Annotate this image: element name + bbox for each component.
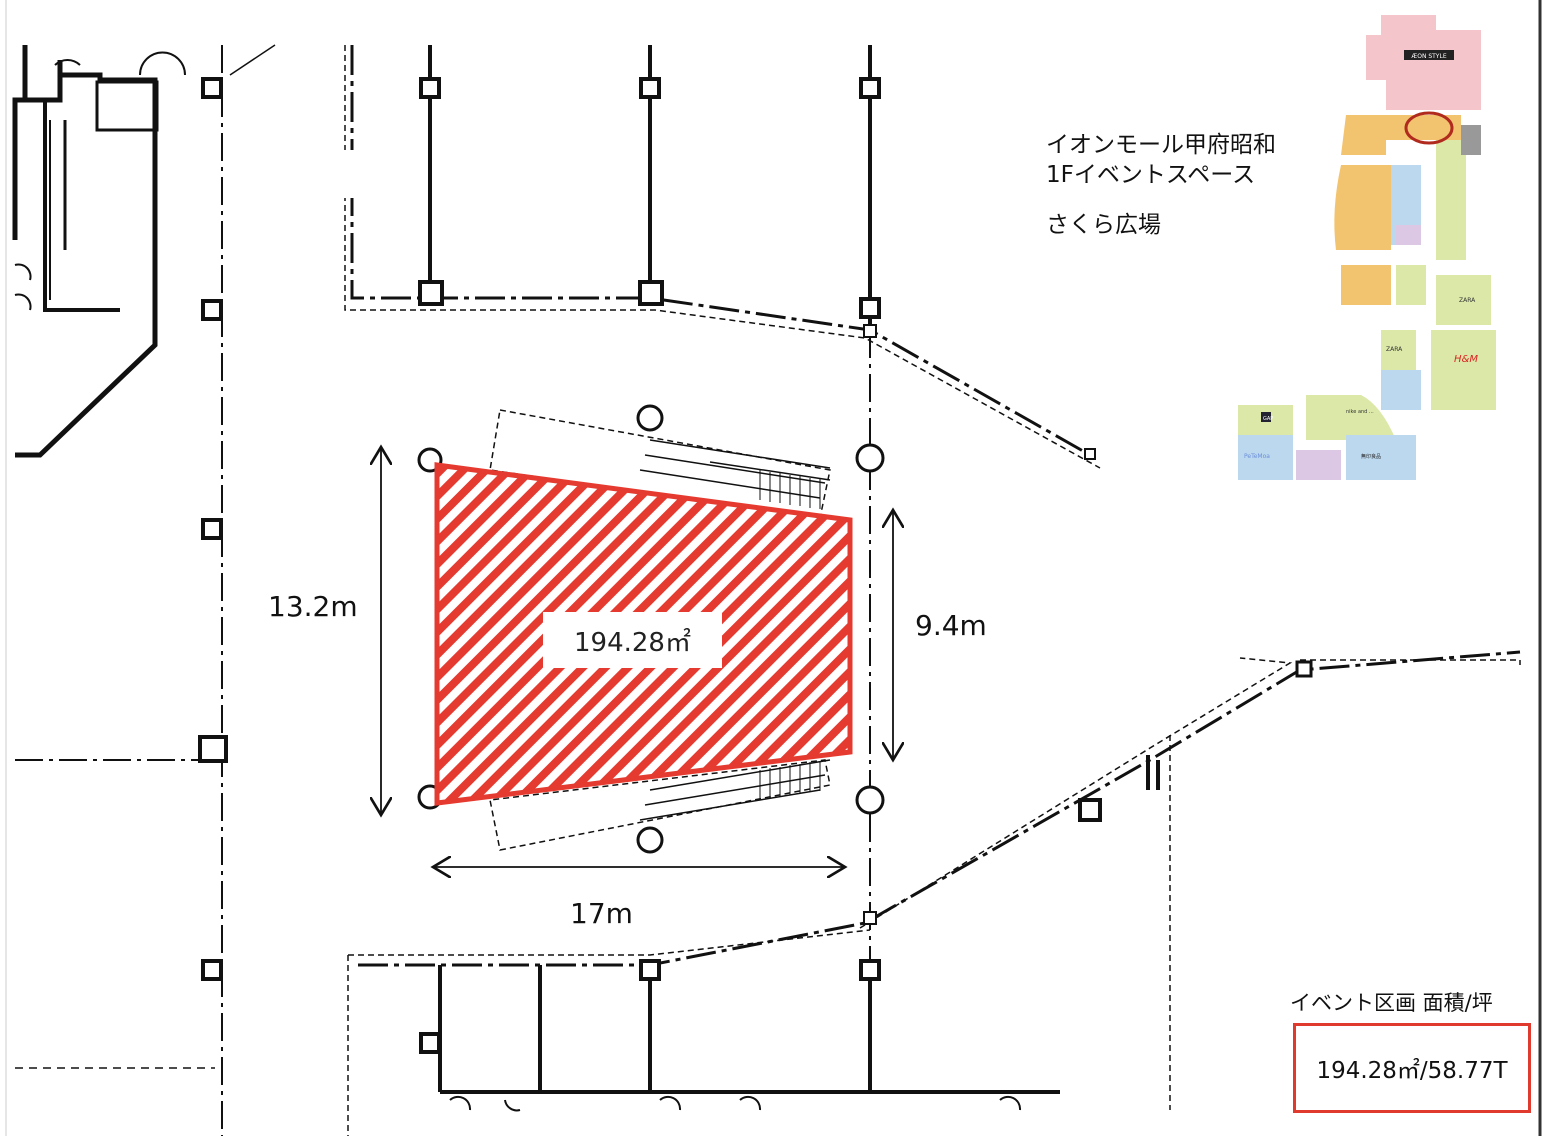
title-event-space: 1Fイベントスペース	[1046, 162, 1256, 188]
minimap-label-niko: nike and ...	[1346, 409, 1374, 415]
left-wall-structure	[12, 44, 276, 1136]
summary-heading: イベント区画 面積/坪	[1290, 991, 1493, 1015]
summary-box: 194.28㎡/58.77T	[1293, 1023, 1531, 1113]
columns-top	[418, 77, 1096, 460]
minimap-label-zara-1: ZARA	[1459, 297, 1476, 304]
minimap-shops	[1238, 115, 1496, 480]
minimap-label-zara-2: ZARA	[1386, 346, 1403, 353]
minimap-label-hm: H&M	[1454, 354, 1478, 365]
event-area-label: 194.28㎡	[543, 612, 722, 668]
dimension-arrows	[381, 447, 893, 867]
minimap-label-muji: 無印良品	[1361, 453, 1381, 460]
top-structure	[340, 45, 1101, 965]
title-mall-name: イオンモール甲府昭和	[1046, 132, 1276, 158]
minimap-label-petemoa: PeTeMoa	[1244, 453, 1270, 460]
dimension-right-height: 9.4m	[915, 609, 987, 642]
minimap-anchor-store: ÆON STYLE	[1366, 15, 1481, 110]
dimension-left-height: 13.2m	[268, 590, 358, 623]
bottom-structure	[347, 650, 1521, 1136]
summary-value: 194.28㎡/58.77T	[1316, 1058, 1508, 1084]
minimap-label-gap: GAP	[1263, 416, 1273, 422]
event-location-marker	[1404, 111, 1454, 145]
mall-minimap: ÆON STYLE ZARA ZARA H&M nike and ...	[1238, 15, 1496, 480]
title-plaza-name: さくら広場	[1046, 212, 1161, 238]
columns-bottom	[419, 324, 1313, 1054]
columns-left	[198, 77, 228, 981]
dimension-width: 17m	[570, 897, 633, 930]
minimap-label-aeon: ÆON STYLE	[1411, 53, 1446, 60]
